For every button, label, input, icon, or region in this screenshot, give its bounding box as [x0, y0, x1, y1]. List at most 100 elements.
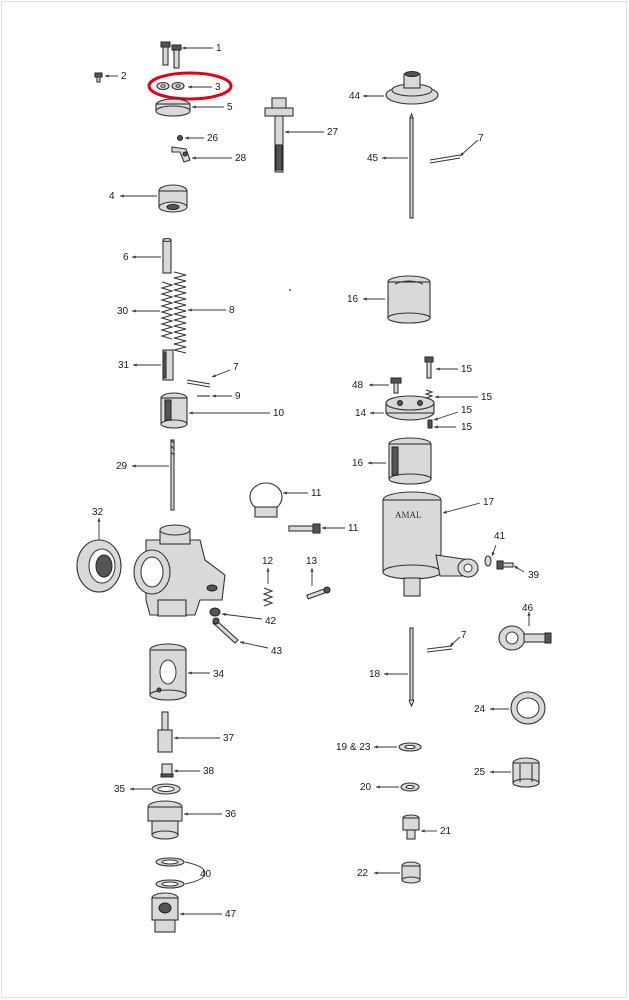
part-15-screw-a: [424, 356, 434, 379]
leader-arrowhead: [491, 552, 495, 556]
leader-arrowhead: [514, 566, 518, 570]
callout-39: 39: [528, 570, 540, 581]
leader-arrowhead: [180, 912, 184, 916]
leader-arrowhead: [384, 672, 388, 676]
callout-3: 3: [215, 82, 221, 93]
callout-4: 4: [109, 191, 115, 202]
leader-arrowhead: [376, 785, 380, 789]
callout-42: 42: [265, 616, 277, 627]
leader-arrowhead: [382, 156, 386, 160]
part-12-spring: [262, 587, 274, 607]
leader-arrowhead: [363, 94, 367, 98]
callout-27: 27: [327, 127, 339, 138]
leader-arrowhead: [132, 309, 136, 313]
leader-arrowhead: [527, 612, 531, 616]
leader-arrowhead: [285, 130, 289, 134]
callout-20: 20: [360, 782, 372, 793]
callout-16-top: 16: [347, 294, 359, 305]
leader-arrowhead: [188, 671, 192, 675]
callout-15-b: 15: [481, 392, 493, 403]
callout-44: 44: [349, 91, 361, 102]
part-34-slide: [149, 643, 187, 701]
leader-arrowhead: [421, 829, 425, 833]
leader-arrowhead: [192, 105, 196, 109]
leader-arrowhead: [363, 297, 367, 301]
leader-arrowhead: [434, 425, 438, 429]
callout-41: 41: [494, 531, 506, 542]
callout-11-bottom: 11: [348, 523, 359, 534]
leader-arrowhead: [443, 510, 447, 514]
callout-17: 17: [483, 497, 495, 508]
callout-15-a: 15: [461, 364, 473, 375]
callout-26: 26: [207, 133, 219, 144]
part-6-tube: [162, 237, 172, 274]
leader-arrowhead: [174, 736, 178, 740]
part-18-needle: [408, 627, 415, 708]
leader-arrowheads: [97, 46, 531, 916]
callout-15-c: 15: [461, 405, 473, 416]
callout-19-23: 19 & 23: [336, 742, 371, 753]
callout-14: 14: [355, 408, 367, 419]
leader-arrowhead: [370, 411, 374, 415]
callout-31: 31: [118, 360, 130, 371]
part-30-spring: [160, 281, 174, 340]
part-21-jet: [402, 814, 420, 840]
leader-arrowhead: [240, 641, 244, 645]
callout-2: 2: [121, 71, 127, 82]
leader-arrowhead: [222, 612, 226, 617]
callout-22: 22: [357, 868, 369, 879]
callout-12: 12: [262, 556, 274, 567]
callout-7-top: 7: [478, 133, 484, 144]
callout-38: 38: [203, 766, 215, 777]
part-27-adjuster: [264, 97, 294, 173]
leader-arrowhead: [132, 255, 136, 259]
leader-arrowhead: [174, 769, 178, 773]
part-7-clip-left: [186, 379, 211, 388]
leader-arrowhead: [185, 136, 189, 140]
part-46-banjo: [498, 625, 552, 651]
part-7-clip-bottom: [426, 645, 453, 653]
callout-15-d: 15: [461, 422, 473, 433]
callout-47: 47: [225, 909, 237, 920]
callout-37: 37: [223, 733, 235, 744]
callout-40: 40: [200, 869, 212, 880]
callout-7-left: 7: [233, 362, 239, 373]
part-8-spring: [173, 271, 187, 354]
part-38-jet: [160, 763, 174, 778]
part-24-ring: [510, 691, 546, 725]
callout-7-bottom: 7: [461, 630, 467, 641]
part-14-cover: [385, 395, 435, 421]
part-45-needle: [409, 112, 414, 219]
leader-arrowhead: [105, 74, 109, 78]
callout-16-bottom: 16: [352, 458, 364, 469]
part-36-holder: [147, 800, 183, 840]
leader-arrowhead: [436, 367, 440, 371]
part-42-nut: [209, 607, 221, 617]
callout-28: 28: [235, 153, 247, 164]
callout-45: 45: [367, 153, 379, 164]
callout-30: 30: [117, 306, 129, 317]
callout-25: 25: [474, 767, 486, 778]
part-43-screw: [212, 617, 239, 644]
part-28-lever: [171, 146, 191, 163]
callout-32: 32: [92, 507, 104, 518]
part-7-clip-top: [429, 154, 461, 164]
part-11-clip: [249, 482, 283, 518]
callout-18: 18: [369, 669, 381, 680]
leader-arrowhead: [192, 156, 196, 160]
part-15-screw-c: [427, 419, 433, 429]
part-25-nut: [512, 757, 540, 788]
leader-arrowhead: [490, 770, 494, 774]
part-48-screw: [390, 377, 402, 394]
callout-8: 8: [229, 305, 235, 316]
part-5-ring-nut: [155, 98, 191, 117]
stray-dot: [289, 289, 291, 291]
callout-13: 13: [306, 556, 318, 567]
leader-arrowhead: [132, 464, 136, 468]
part-40-washers: [155, 857, 185, 889]
callout-29: 29: [116, 461, 128, 472]
callout-6: 6: [123, 252, 129, 263]
leader-arrowhead: [322, 526, 326, 530]
leader-arrowhead: [369, 383, 373, 387]
leader-arrowhead: [182, 46, 186, 50]
